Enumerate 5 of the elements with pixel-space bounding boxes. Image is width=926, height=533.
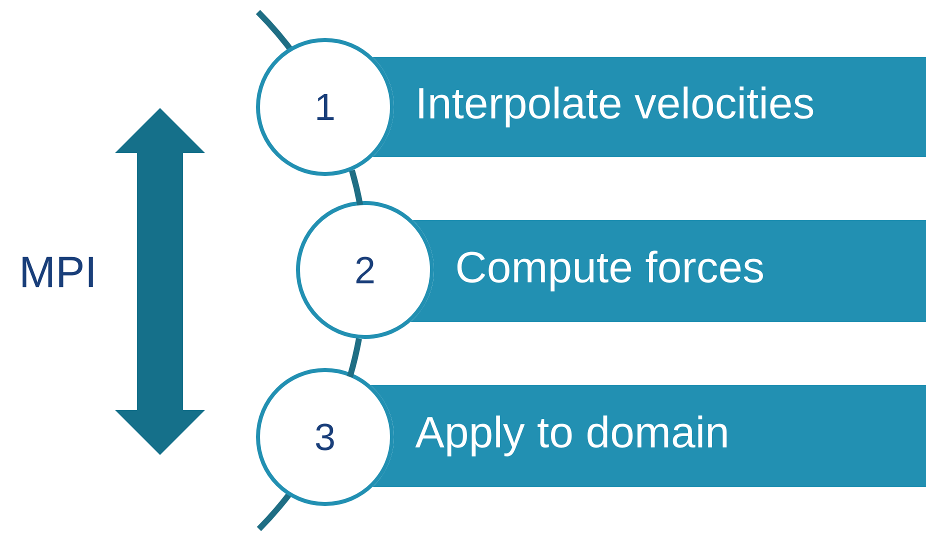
step-band: Compute forces (410, 220, 926, 322)
side-label: MPI (22, 256, 93, 288)
step-band: Apply to domain (370, 384, 926, 487)
node-label: 3 (316, 424, 334, 450)
step-band: Interpolate velocities (372, 57, 926, 157)
